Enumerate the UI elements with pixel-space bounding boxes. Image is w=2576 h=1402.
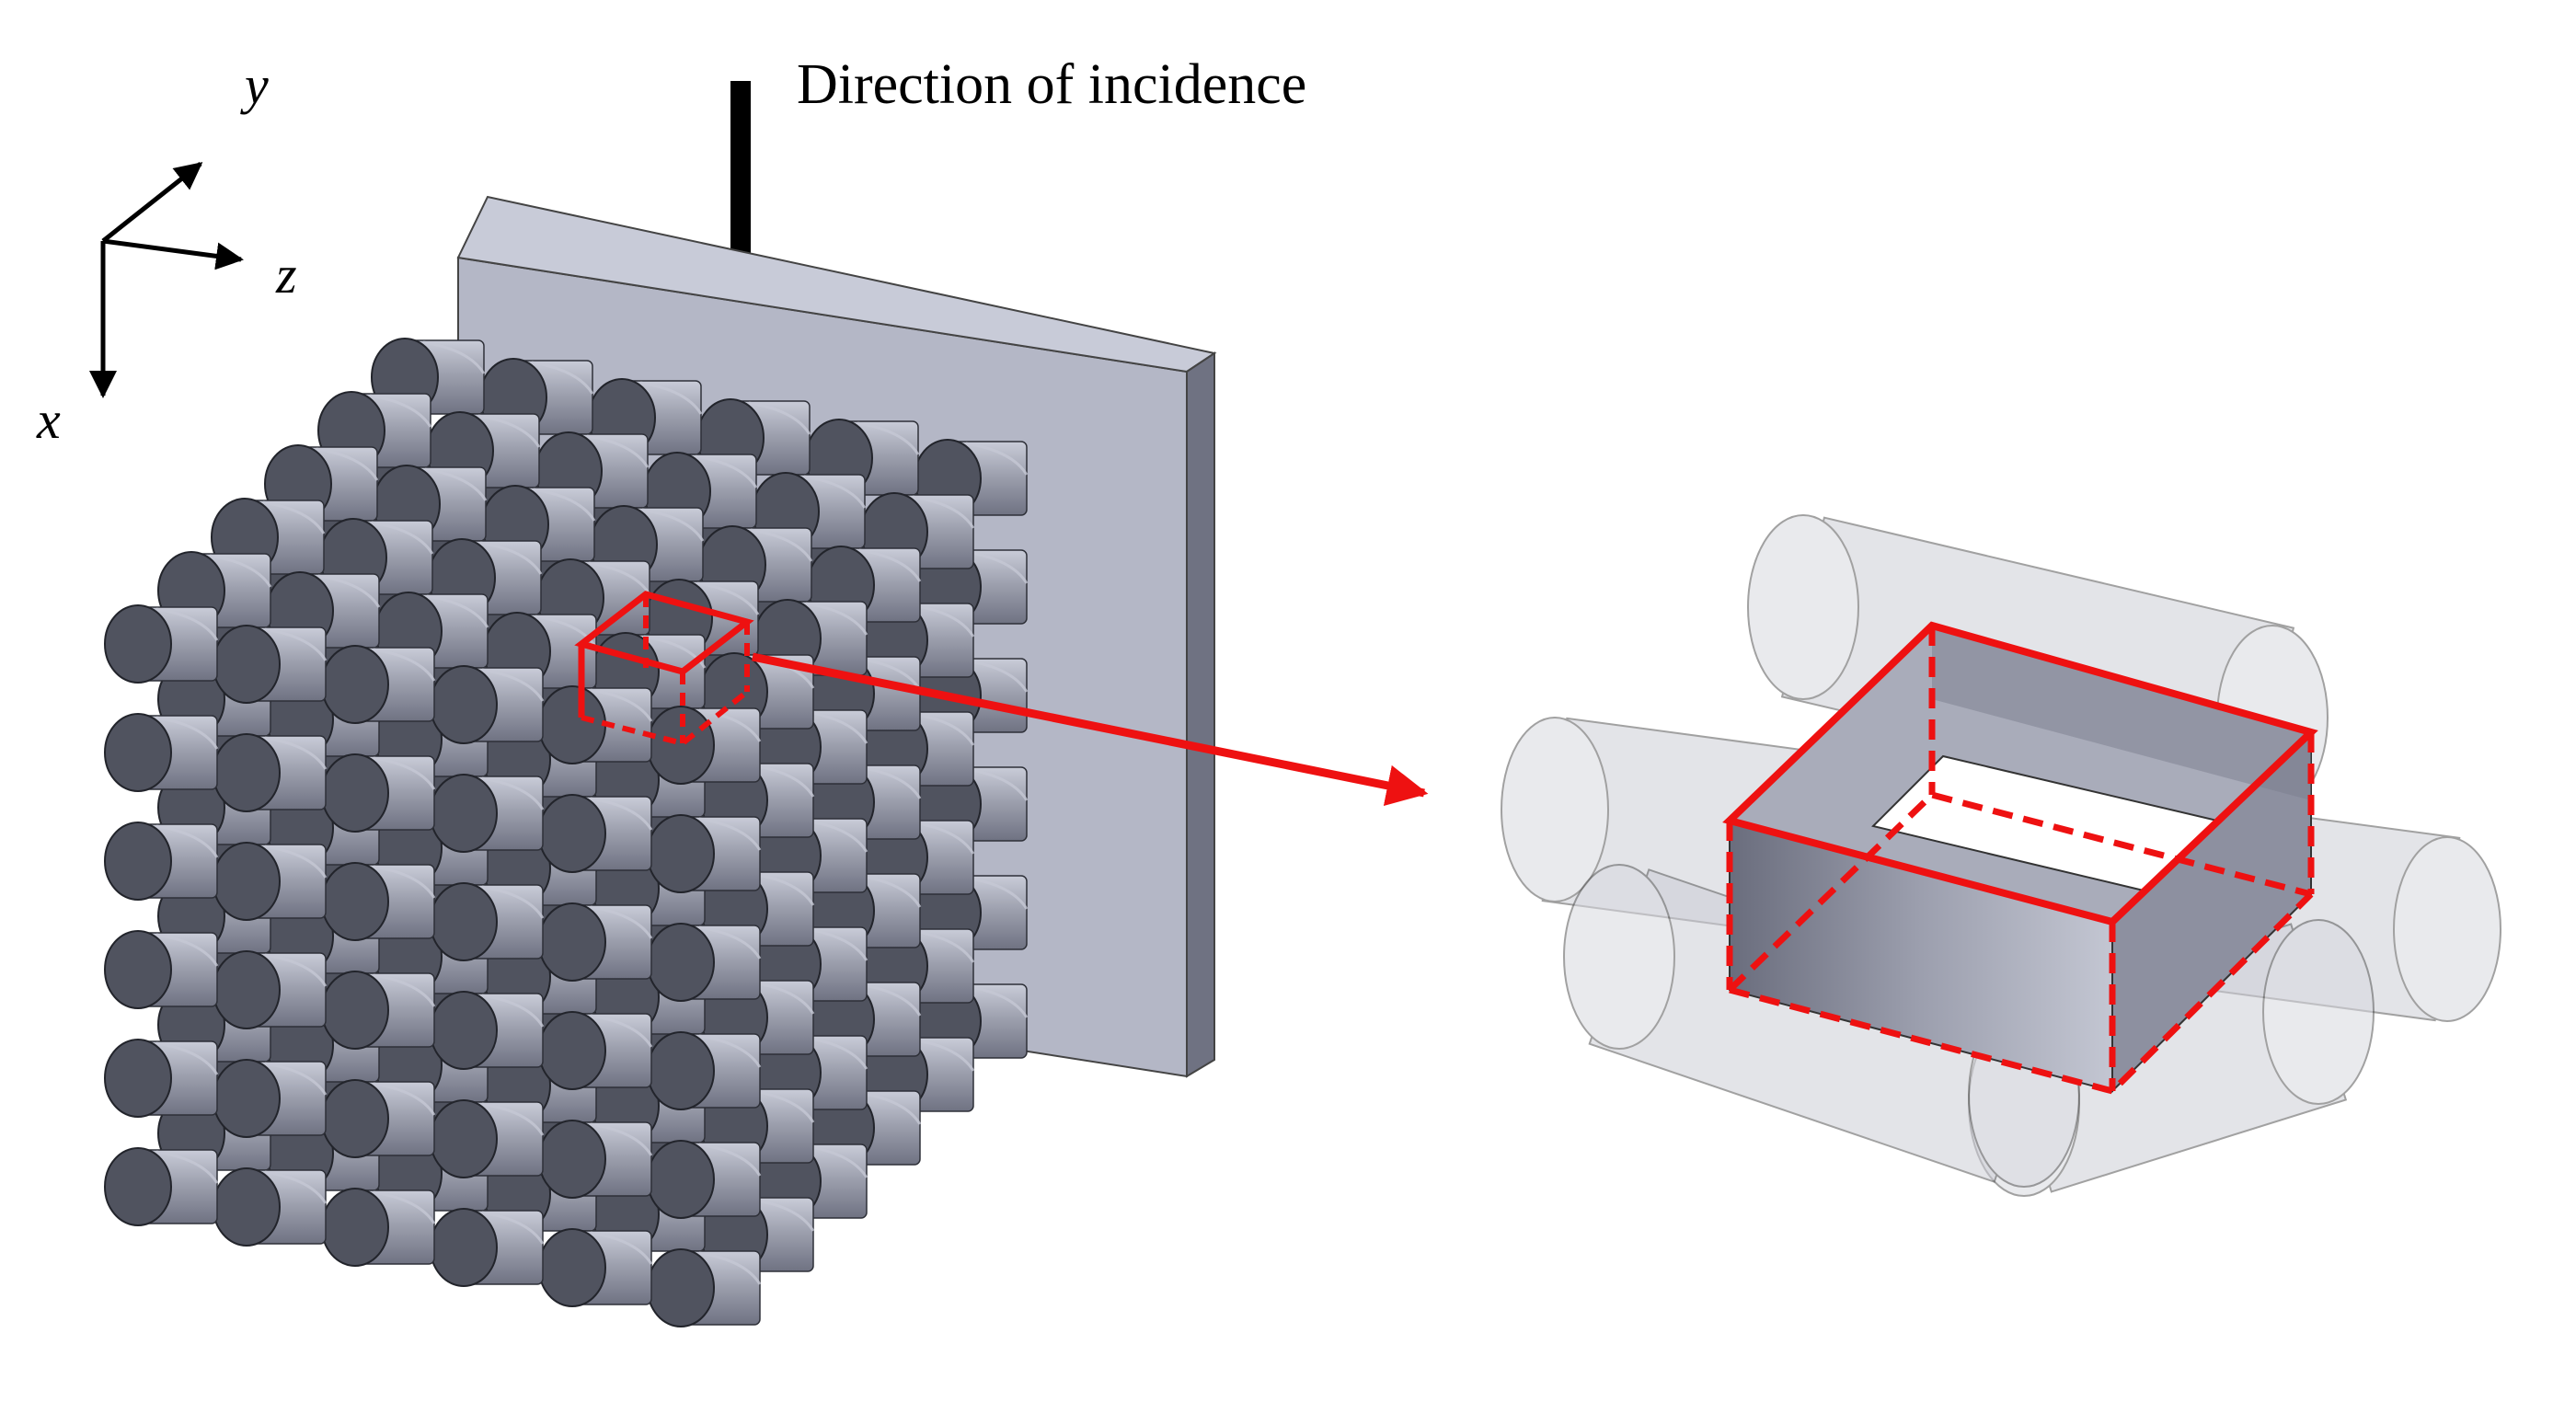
lattice-rod bbox=[104, 930, 219, 1009]
zoom-pointer-arrow bbox=[752, 652, 1429, 807]
lattice-rod bbox=[104, 1147, 219, 1226]
marker-bottom-edges bbox=[581, 689, 749, 747]
lattice-rod bbox=[430, 774, 545, 853]
lattice-rod bbox=[430, 882, 545, 961]
lattice-rod bbox=[104, 713, 219, 792]
lattice-rod bbox=[213, 950, 328, 1029]
incidence-label: Direction of incidence bbox=[797, 53, 1306, 116]
lattice-rod bbox=[647, 706, 762, 785]
lattice-rod bbox=[321, 1188, 436, 1267]
lattice-rod bbox=[647, 1031, 762, 1110]
lattice-rod bbox=[538, 1228, 653, 1307]
unit-cell-marker bbox=[574, 591, 754, 747]
lattice-rod bbox=[104, 822, 219, 901]
z-axis-label: z bbox=[275, 245, 297, 305]
lattice-rod bbox=[647, 923, 762, 1002]
lattice-rod bbox=[647, 1248, 762, 1327]
rod-array bbox=[104, 338, 1029, 1327]
lattice-rod bbox=[213, 842, 328, 921]
lattice-rod bbox=[538, 685, 653, 764]
y-axis-label: y bbox=[240, 55, 269, 115]
lattice-rod bbox=[213, 625, 328, 704]
frame-bottom-outline bbox=[1729, 891, 2314, 1095]
lattice-rod bbox=[104, 604, 219, 684]
lattice-rod bbox=[321, 862, 436, 941]
lattice-rod bbox=[321, 645, 436, 724]
lattice-rod bbox=[430, 1099, 545, 1178]
y-axis-arrow bbox=[101, 162, 203, 243]
lattice-rod bbox=[538, 1011, 653, 1090]
lattice-rod bbox=[647, 1140, 762, 1219]
lattice-rod bbox=[647, 814, 762, 893]
frame-hidden-outline bbox=[1727, 791, 2312, 993]
axes-triad: y z x bbox=[36, 55, 297, 450]
lattice-rod bbox=[213, 1059, 328, 1138]
lattice-rod bbox=[213, 733, 328, 812]
lattice-rod bbox=[430, 991, 545, 1070]
unit-cell-enlarged bbox=[1501, 514, 2501, 1197]
lattice-rod bbox=[321, 1079, 436, 1158]
x-axis-label: x bbox=[36, 390, 61, 450]
lattice-rod bbox=[321, 971, 436, 1050]
lattice-rod bbox=[430, 1208, 545, 1287]
z-axis-arrow bbox=[102, 238, 244, 270]
lattice-rod bbox=[104, 1039, 219, 1118]
lattice-rod bbox=[321, 753, 436, 833]
lattice-rod bbox=[213, 1167, 328, 1247]
lattice-rod bbox=[538, 1120, 653, 1199]
lattice-block bbox=[104, 195, 1217, 1327]
lattice-rod bbox=[538, 902, 653, 982]
lattice-rod bbox=[430, 665, 545, 744]
plate-side-face bbox=[1186, 351, 1215, 1078]
lattice-rod bbox=[538, 794, 653, 873]
